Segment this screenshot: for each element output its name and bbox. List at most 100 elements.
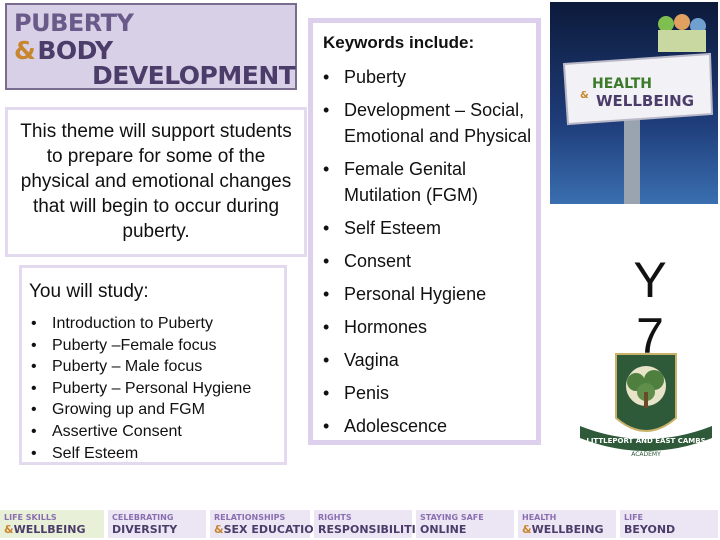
footer-logo-ampersand: & <box>214 523 224 536</box>
bullet: • <box>323 317 330 337</box>
study-item: • Growing up and FGM <box>28 399 251 421</box>
bullet: • <box>323 284 330 304</box>
bullet: • <box>323 100 330 120</box>
footer-logo-line-2-text: SEX EDUCATION <box>223 523 323 536</box>
footer-logo-line-2: BEYOND <box>624 523 676 536</box>
study-item-text: Introduction to Puberty <box>52 315 213 332</box>
bullet: • <box>31 379 37 397</box>
footer-logo-line-1: RIGHTS <box>318 513 352 522</box>
bullet: • <box>323 350 330 370</box>
keyword-text: Puberty <box>344 67 407 87</box>
study-item: •Puberty – Male focus <box>28 356 251 378</box>
study-item: • Assertive Consent <box>28 421 251 443</box>
keywords-box: Keywords include: • Puberty • Development … <box>308 18 541 445</box>
footer-logo-line-2: ONLINE <box>420 523 467 536</box>
keyword-item: • Personal Hygiene <box>313 281 538 307</box>
footer-logo-line-1: CELEBRATING <box>112 513 174 522</box>
footer-logo-line-2: &SEX EDUCATION <box>214 523 323 536</box>
crest-sub: ACADEMY <box>631 451 661 458</box>
study-item-text: Growing up and FGM <box>52 401 205 419</box>
billboard-ampersand: & <box>580 90 589 101</box>
study-box: You will study: • Introduction to Puberty… <box>19 265 287 465</box>
footer-logo-line-2: &WELLBEING <box>4 523 86 536</box>
study-heading: You will study: <box>29 281 149 302</box>
bullet: • <box>323 251 330 271</box>
footer-logo-line-2-text: WELLBEING <box>531 523 604 536</box>
footer-logo-ampersand: & <box>4 523 14 536</box>
bullet: • <box>323 218 330 238</box>
keyword-text: Female Genital Mutilation (FGM) <box>344 159 479 205</box>
keyword-text: Penis <box>344 383 390 403</box>
year-letter: Y <box>633 252 667 308</box>
study-item-text: Self Esteem <box>52 444 139 462</box>
footer-logo-line-1: RELATIONSHIPS <box>214 513 286 522</box>
study-item: • Introduction to Puberty <box>28 313 251 335</box>
billboard-image: HEALTH & WELLBEING <box>550 2 718 204</box>
footer-logo-line-1: STAYING SAFE <box>420 513 484 522</box>
study-item-text: Assertive Consent <box>52 422 182 440</box>
billboard-line-2: WELLBEING <box>596 92 694 110</box>
bullet: • <box>323 159 330 179</box>
footer-logo-line-1: LIFE SKILLS <box>4 513 57 522</box>
academy-crest-logo: LITTLEPORT AND EAST CAMBS ACADEMY <box>580 353 712 458</box>
keyword-text: Personal Hygiene <box>344 284 487 304</box>
study-item: • Puberty –Female focus <box>28 335 251 357</box>
keyword-item: • Consent <box>313 248 538 274</box>
keyword-text: Self Esteem <box>344 218 442 238</box>
footer-logo-line-1: HEALTH <box>522 513 557 522</box>
study-list: • Introduction to Puberty • Puberty –Femal… <box>28 313 251 464</box>
keyword-item: • Puberty <box>313 64 538 90</box>
footer-logo-ampersand: & <box>522 523 532 536</box>
title-line-3: DEVELOPMENT <box>92 61 296 90</box>
study-item: • Self Esteem <box>28 443 251 465</box>
keyword-item: • Vagina <box>313 347 538 373</box>
bullet: • <box>31 444 37 462</box>
footer-logo-line-2: RESPONSIBILITIES <box>318 523 432 536</box>
keyword-text: Adolescence <box>344 416 448 436</box>
keywords-heading: Keywords include: <box>323 33 475 52</box>
title-ampersand: & <box>14 36 36 65</box>
keyword-item: • Penis <box>313 380 538 406</box>
footer-logo: HEALTH&WELLBEING <box>518 510 616 538</box>
bullet: • <box>31 336 37 354</box>
billboard-line-1: HEALTH <box>592 76 652 92</box>
bullet: • <box>323 67 330 87</box>
keyword-text: Consent <box>344 251 412 271</box>
keyword-text: Hormones <box>344 317 428 337</box>
bullet: • <box>31 401 37 419</box>
keywords-list: • Puberty • Development – Social, Emotiona… <box>313 61 538 439</box>
crest-name: LITTLEPORT AND EAST CAMBS <box>586 437 705 445</box>
theme-text: This theme will support students to prep… <box>20 121 292 242</box>
study-item-text: Puberty – Male focus <box>52 358 203 376</box>
keyword-item: • Hormones <box>313 314 538 340</box>
footer-logo-line-2: &WELLBEING <box>522 523 604 536</box>
keyword-text: Development – Social, Emotional and Phys… <box>344 100 532 146</box>
title-logo: PUBERTY &BODY DEVELOPMENT <box>5 3 297 90</box>
footer-logo-line-2-text: WELLBEING <box>13 523 86 536</box>
footer-logo-line-1: LIFE <box>624 513 644 522</box>
keyword-item: • Development – Social, Emotional and Phy… <box>313 97 538 149</box>
footer-logo: RELATIONSHIPS&SEX EDUCATION <box>210 510 323 538</box>
bullet: • <box>31 422 37 440</box>
keyword-text: Vagina <box>344 350 399 370</box>
keyword-item: • Female Genital Mutilation (FGM) <box>313 156 538 208</box>
title-line-2-text: BODY <box>37 36 113 65</box>
year-label: Y 7 <box>620 252 680 364</box>
keyword-item: • Adolescence <box>313 413 538 439</box>
study-item-text: Puberty –Female focus <box>52 336 217 354</box>
bullet: • <box>31 315 37 332</box>
title-line-1: PUBERTY <box>14 9 134 37</box>
keyword-item: • Self Esteem <box>313 215 538 241</box>
footer-logo: LIFE SKILLS&WELLBEING <box>0 510 104 538</box>
bullet: • <box>323 383 330 403</box>
study-item-text: Puberty – Personal Hygiene <box>52 379 252 397</box>
title-line-2: &BODY <box>14 36 113 65</box>
bullet: • <box>323 416 330 436</box>
study-item: • Puberty – Personal Hygiene <box>28 378 251 400</box>
theme-box: This theme will support students to prep… <box>5 107 307 257</box>
